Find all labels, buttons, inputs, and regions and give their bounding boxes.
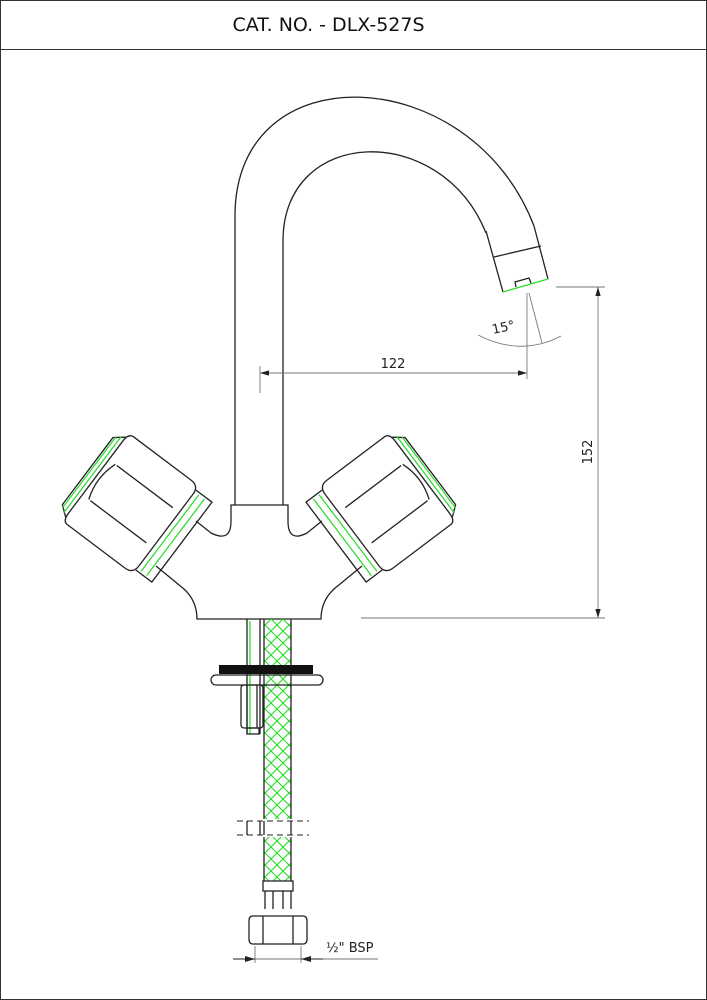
braided-hose: [237, 619, 309, 881]
hot-handle: [61, 435, 213, 583]
height-value: 152: [581, 440, 596, 465]
backing-plate: [210, 674, 324, 686]
reach-dimension: 122: [259, 293, 528, 393]
title-block: CAT. NO. - DLX-527S: [1, 1, 706, 50]
connection-size: ½" BSP: [326, 941, 374, 956]
height-dimension: 152: [361, 286, 605, 619]
angle-dimension: 15°: [477, 292, 562, 347]
reach-value: 122: [381, 357, 406, 372]
hose-end-fitting: [248, 880, 308, 945]
spout: [234, 96, 549, 505]
rubber-washer: [219, 665, 313, 674]
mixer-body: [155, 504, 363, 620]
cold-handle: [305, 435, 457, 583]
catalog-number-title: CAT. NO. - DLX-527S: [232, 14, 425, 36]
aerator-nozzle: [485, 225, 549, 293]
angle-value: 15°: [491, 318, 517, 337]
connection-dimension: ½" BSP: [233, 941, 378, 963]
mounting-rod: [246, 619, 261, 734]
lock-nut: [240, 684, 264, 735]
break-line: [237, 820, 309, 836]
